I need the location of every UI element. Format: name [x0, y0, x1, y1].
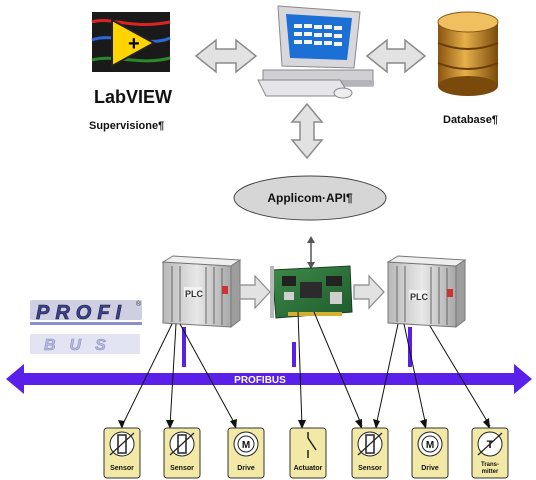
- double-arrow-computer-api: [290, 102, 324, 160]
- device-actuator: Actuator: [289, 427, 327, 479]
- resistor-icon: [169, 431, 195, 457]
- plc-left-label: PLC: [185, 289, 204, 299]
- device-drive-2: M Drive: [411, 427, 449, 479]
- applicom-api-node: Applicom·API¶: [233, 175, 387, 221]
- double-arrow-computer-database: [365, 38, 427, 74]
- device-caption: Drive: [421, 465, 439, 472]
- applicom-api-label: Applicom·API¶: [267, 191, 353, 205]
- supervisione-label: Supervisione¶: [89, 120, 164, 132]
- device-sensor-2: Sensor: [163, 427, 201, 479]
- device-sensor-3: Sensor: [351, 427, 389, 479]
- profibus-bus-label: PROFIBUS: [234, 375, 286, 386]
- device-caption: Sensor: [110, 465, 134, 472]
- transmitter-icon: T: [477, 431, 503, 457]
- labview-wordmark: LabVIEW: [94, 87, 172, 107]
- device-caption-line: mitter: [482, 469, 499, 475]
- motor-icon: M: [417, 431, 443, 457]
- device-drive-1: M Drive: [227, 427, 265, 479]
- profi-logo-text: PROFI: [36, 302, 127, 324]
- database-label: Database¶: [443, 114, 498, 126]
- device-transmitter: T Trans-mitter: [471, 427, 509, 479]
- signal-arrowheads: [118, 418, 490, 429]
- device-caption: Sensor: [358, 465, 382, 472]
- resistor-icon: [357, 431, 383, 457]
- motor-icon: M: [233, 431, 259, 457]
- device-caption-line: Trans-: [481, 462, 499, 468]
- device-caption: Actuator: [294, 465, 323, 472]
- resistor-icon: [109, 431, 135, 457]
- bus-logo-text: BUS: [44, 337, 120, 354]
- registered-mark: ®: [136, 300, 142, 308]
- signal-lines: [121, 311, 491, 427]
- switch-icon: [307, 432, 317, 458]
- database-icon: [437, 11, 499, 96]
- applicom-interface-card: [270, 265, 353, 319]
- arrow-plc-left-to-card: [239, 274, 271, 310]
- device-sensor-1: Sensor: [103, 427, 141, 479]
- field-devices: Sensor Sensor M Drive: [103, 427, 509, 479]
- profibus-logo: PROFI ® BUS: [30, 300, 142, 354]
- api-card-link-arrow: [307, 236, 315, 269]
- plc-left: PLC: [161, 255, 242, 329]
- labview-logo: +: [91, 12, 171, 72]
- profibus-bus: PROFIBUS: [6, 364, 532, 394]
- svg-text:M: M: [242, 440, 250, 451]
- svg-text:T: T: [487, 439, 494, 451]
- bus-drop-lines: [182, 327, 412, 367]
- double-arrow-labview-computer: [194, 38, 258, 74]
- arrow-card-to-plc-right: [353, 274, 385, 310]
- computer-icon: [257, 5, 374, 99]
- device-caption: Drive: [237, 465, 255, 472]
- svg-text:M: M: [426, 440, 434, 451]
- svg-text:+: +: [128, 33, 140, 55]
- plc-right-label: PLC: [410, 292, 429, 302]
- plc-right: PLC: [386, 255, 467, 329]
- device-caption: Trans-mitter: [481, 462, 499, 475]
- device-caption: Sensor: [170, 465, 194, 472]
